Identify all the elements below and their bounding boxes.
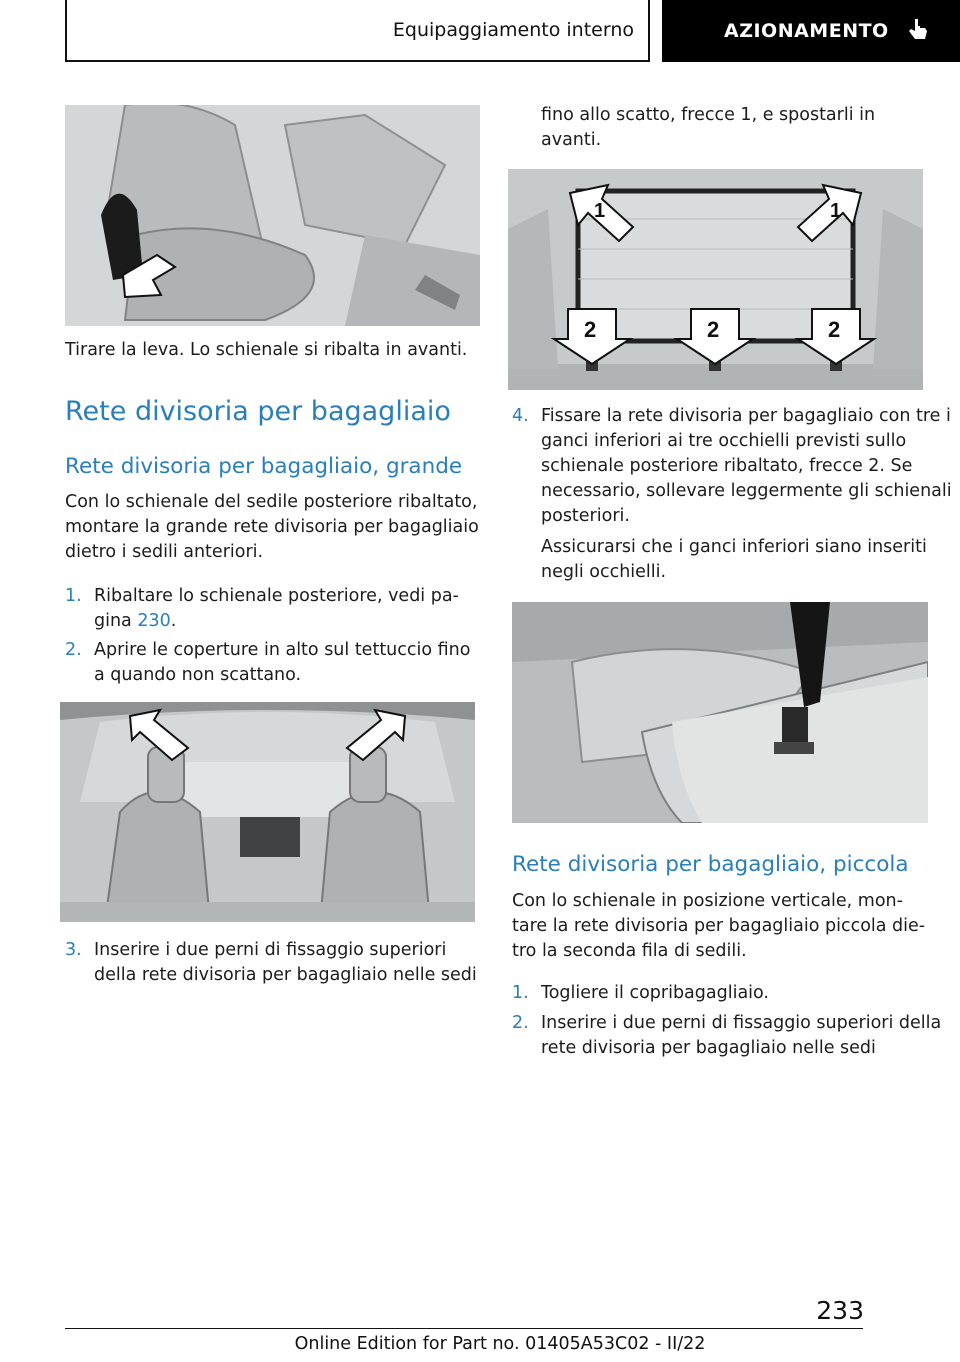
step-number: 1. [65,586,82,606]
page-number: 233 [816,1296,864,1325]
intro-small-net: Con lo schienale in posizione verticale,… [512,891,926,961]
step-3-continuation: fino allo scatto, frecce 1, e spostarli … [541,105,876,150]
intro-large-net: Con lo schienale del sedile posteriore r… [65,492,479,562]
footer-rule [65,1328,863,1329]
header-section-box: Equipaggiamento interno [65,0,650,62]
arrow-label-2: 2 [707,317,719,342]
step-text: Ribaltare lo schienale posteriore, vedi … [94,586,459,631]
step-1-left: 1. Ribaltare lo schienale posteriore, ve… [65,584,480,634]
header-chapter-box: AZIONAMENTO [662,0,960,62]
step-number: 4. [512,406,529,426]
step-3-left: 3. Inserire i due perni di fissaggio sup… [65,938,480,988]
step-text: Inserire i due perni di fissaggio superi… [541,1013,942,1058]
arrow-label-1: 1 [594,200,605,222]
header-chapter-title: AZIONAMENTO [724,20,889,42]
hook-eyelet-image [512,602,928,823]
arrow-label-2: 2 [828,317,840,342]
pointing-hand-icon [903,17,931,45]
arrow-label-1: 1 [830,200,841,222]
seat-lever-image [65,105,480,326]
heading-luggage-net: Rete divisoria per bagagliaio [65,396,451,427]
subheading-large-net: Rete divisoria per bagagliaio, grande [65,454,463,479]
step-number: 2. [65,640,82,660]
page-link-230[interactable]: 230 [137,611,171,631]
net-mounting-image: 1 1 2 2 2 [508,169,923,390]
header-section-title: Equipaggiamento interno [392,19,634,41]
roof-covers-image [60,702,475,922]
step-4-note: Assicurarsi che i ganci inferiori siano … [541,537,927,582]
footer-edition: Online Edition for Part no. 01405A53C02 … [294,1334,706,1354]
step-4-right: 4. Fissare la rete divisoria per bagagli… [512,404,957,529]
step-text: Inserire i due perni di fissaggio superi… [94,940,477,985]
step-text: Aprire le coperture in alto sul tettucci… [94,640,471,685]
caption-pull-lever: Tirare la leva. Lo schienale si ribalta … [65,340,468,360]
step-number: 2. [512,1013,529,1033]
step-text: Fissare la rete divisoria per bagagliaio… [541,406,952,526]
step-tail: . [170,611,177,631]
step-2-right: 2. Inserire i due perni di fissaggio sup… [512,1011,957,1061]
subheading-small-net: Rete divisoria per bagagliaio, piccola [512,852,909,877]
step-1-right: 1. Togliere il copribagagliaio. [512,981,957,1006]
step-number: 1. [512,983,529,1003]
step-text: Togliere il copribagagliaio. [541,983,769,1003]
arrow-label-2: 2 [584,317,596,342]
step-number: 3. [65,940,82,960]
step-2-left: 2. Aprire le coperture in alto sul tettu… [65,638,480,688]
